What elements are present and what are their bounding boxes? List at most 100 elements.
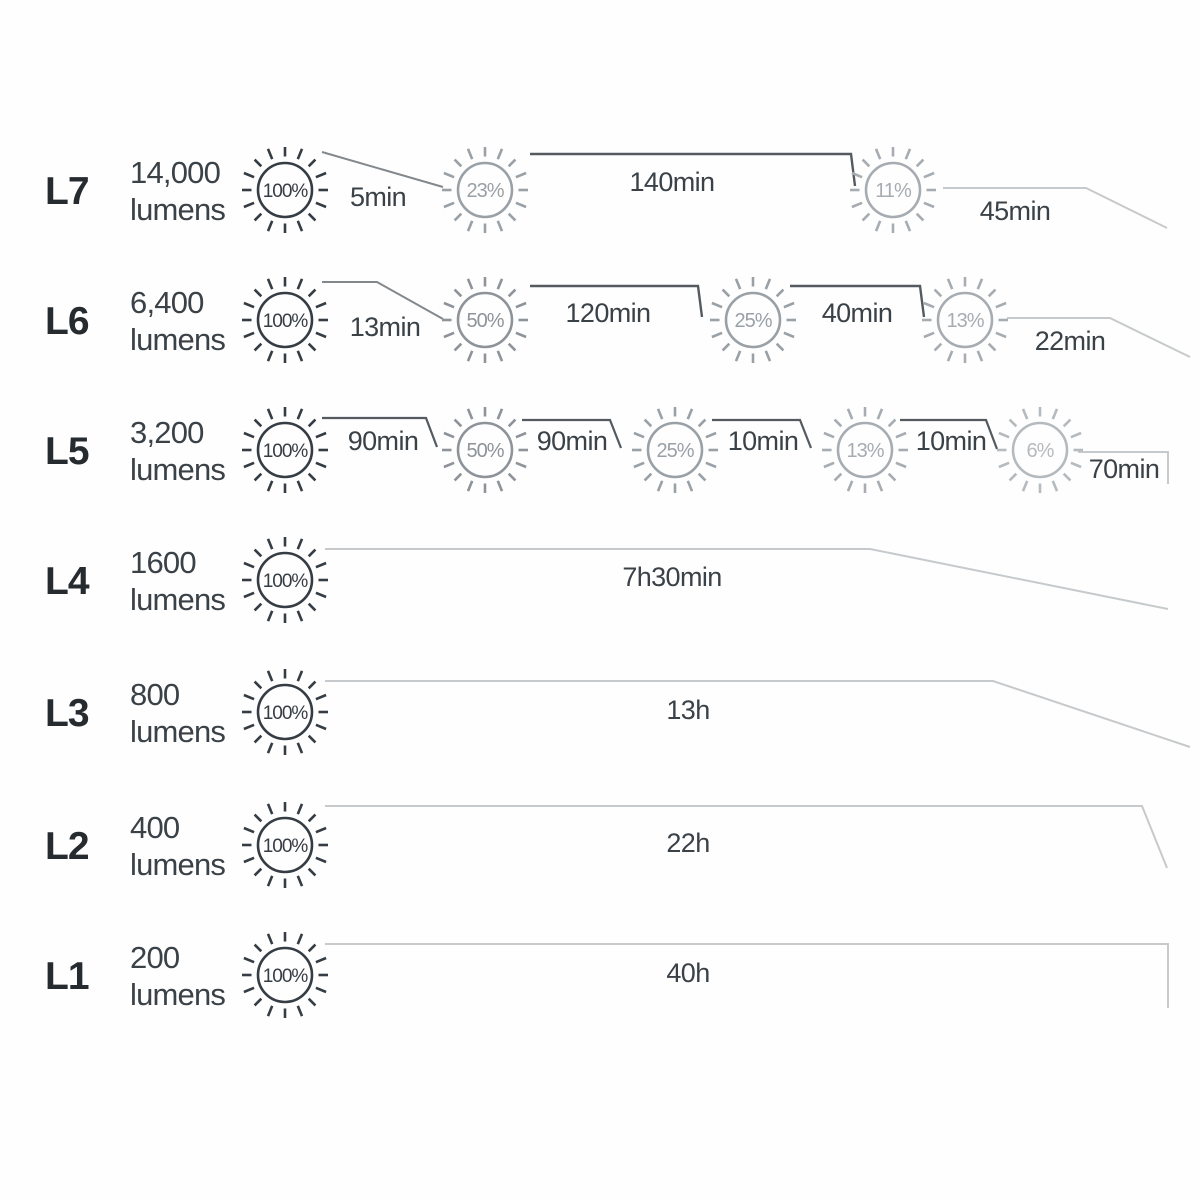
sun-ray	[253, 997, 263, 1007]
sun-ray	[243, 461, 255, 469]
duration-label: 13h	[666, 695, 709, 725]
sun-ray	[846, 480, 854, 492]
sun-ray	[266, 1005, 274, 1017]
sun-ray	[764, 350, 772, 362]
sun-ray	[443, 301, 455, 309]
duration-label: 22h	[666, 828, 709, 858]
runtime-line	[325, 548, 1169, 610]
sun-ray	[453, 212, 463, 222]
sun-circle	[256, 683, 314, 741]
sun-ray	[453, 418, 463, 428]
sun-ray	[656, 480, 664, 492]
sun-ray	[443, 431, 455, 439]
sun-ray	[307, 602, 317, 612]
sun-ray	[923, 301, 935, 309]
runtime-line	[790, 284, 926, 318]
sun-ray	[296, 538, 304, 550]
duration-label: 13min	[350, 312, 421, 342]
sun-ray	[987, 288, 997, 298]
sun-percent-label: 100%	[263, 571, 309, 592]
sun-brightness-icon: 100%	[242, 407, 328, 493]
sun-ray	[1021, 480, 1029, 492]
level-label: L7	[45, 170, 89, 213]
runtime-line	[325, 943, 1169, 1008]
sun-ray	[1051, 480, 1059, 492]
sun-ray	[453, 288, 463, 298]
runtime-line	[900, 418, 999, 450]
sun-ray	[1062, 418, 1072, 428]
runtime-line	[1078, 451, 1169, 484]
sun-ray	[496, 220, 504, 232]
sun-ray	[307, 813, 317, 823]
sun-ray	[253, 734, 263, 744]
sun-circle	[256, 291, 314, 349]
sun-ray	[496, 148, 504, 160]
sun-circle	[936, 291, 994, 349]
sun-ray	[783, 301, 795, 309]
sun-ray	[307, 158, 317, 168]
sun-ray	[887, 472, 897, 482]
sun-ray	[453, 342, 463, 352]
sun-brightness-icon: 100%	[242, 277, 328, 363]
sun-ray	[243, 856, 255, 864]
duration-label: 22min	[1035, 326, 1106, 356]
sun-ray	[496, 350, 504, 362]
sun-ray	[515, 171, 527, 179]
sun-percent-label: 100%	[263, 311, 309, 332]
sun-circle	[256, 946, 314, 1004]
sun-ray	[266, 610, 274, 622]
sun-ray	[633, 431, 645, 439]
lumens-unit: lumens	[130, 322, 225, 357]
duration-label: 120min	[566, 298, 651, 328]
level-label: L6	[45, 300, 89, 343]
sun-percent-label: 13%	[946, 310, 984, 332]
sun-ray	[307, 472, 317, 482]
sun-ray	[686, 480, 694, 492]
sun-ray	[253, 158, 263, 168]
sun-ray	[507, 288, 517, 298]
sun-ray	[946, 278, 954, 290]
sun-ray	[923, 201, 935, 209]
sun-ray	[315, 956, 327, 964]
sun-brightness-icon: 25%	[632, 407, 718, 493]
sun-ray	[887, 418, 897, 428]
sun-brightness-icon: 50%	[442, 407, 528, 493]
sun-ray	[656, 408, 664, 420]
sun-brightness-icon: 50%	[442, 277, 528, 363]
sun-ray	[466, 350, 474, 362]
sun-ray	[775, 288, 785, 298]
sun-ray	[296, 408, 304, 420]
sun-ray	[998, 461, 1010, 469]
sun-ray	[243, 693, 255, 701]
lumens-unit: lumens	[130, 714, 225, 749]
sun-ray	[734, 278, 742, 290]
sun-ray	[496, 408, 504, 420]
sun-ray	[443, 461, 455, 469]
sun-brightness-icon: 13%	[822, 407, 908, 493]
sun-ray	[904, 220, 912, 232]
sun-ray	[243, 331, 255, 339]
sun-ray	[296, 278, 304, 290]
sun-ray	[923, 171, 935, 179]
sun-circle	[456, 421, 514, 479]
sun-ray	[315, 461, 327, 469]
sun-ray	[861, 212, 871, 222]
duration-label: 45min	[980, 196, 1051, 226]
sun-circle	[836, 421, 894, 479]
sun-ray	[307, 288, 317, 298]
duration-label: 10min	[916, 426, 987, 456]
sun-ray	[515, 461, 527, 469]
sun-ray	[686, 408, 694, 420]
sun-ray	[315, 693, 327, 701]
runtime-line	[712, 418, 813, 449]
lumens-unit: lumens	[130, 452, 225, 487]
duration-label: 5min	[350, 182, 406, 212]
sun-ray	[243, 826, 255, 834]
lumens-unit: lumens	[130, 582, 225, 617]
runtime-line	[522, 418, 623, 449]
sun-ray	[946, 350, 954, 362]
runtime-line	[325, 805, 1168, 869]
